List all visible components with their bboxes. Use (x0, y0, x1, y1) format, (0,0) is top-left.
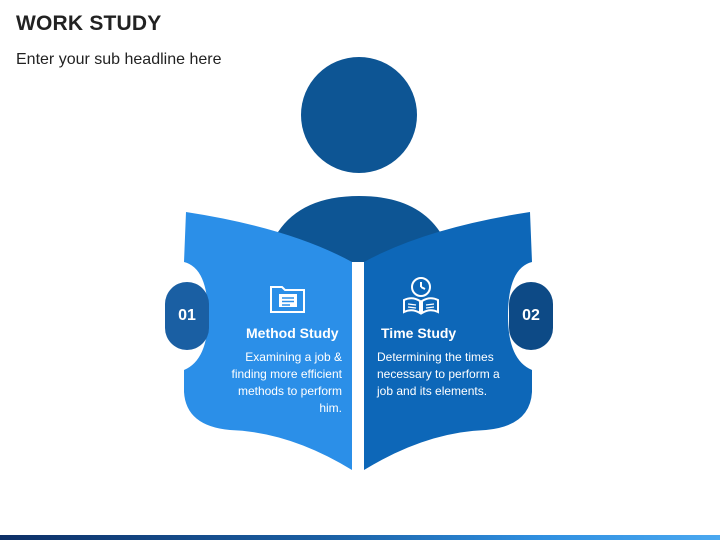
method-study-title: Method Study (246, 325, 339, 341)
time-study-title: Time Study (381, 325, 457, 341)
book-left-page (184, 212, 352, 470)
clock-book-icon (403, 277, 439, 315)
person-head (301, 57, 417, 173)
step-badge-01: 01 (165, 282, 209, 350)
document-folder-icon (270, 286, 305, 313)
book-right-page (364, 212, 532, 470)
page-title: WORK STUDY (16, 12, 162, 35)
page-subtitle: Enter your sub headline here (16, 51, 222, 68)
footer-gradient-bar (0, 535, 720, 540)
method-study-description: Examining a job & finding more efficient… (231, 350, 342, 415)
time-study-description: Determining the times necessary to perfo… (377, 350, 500, 398)
step-badge-02: 02 (509, 282, 553, 350)
